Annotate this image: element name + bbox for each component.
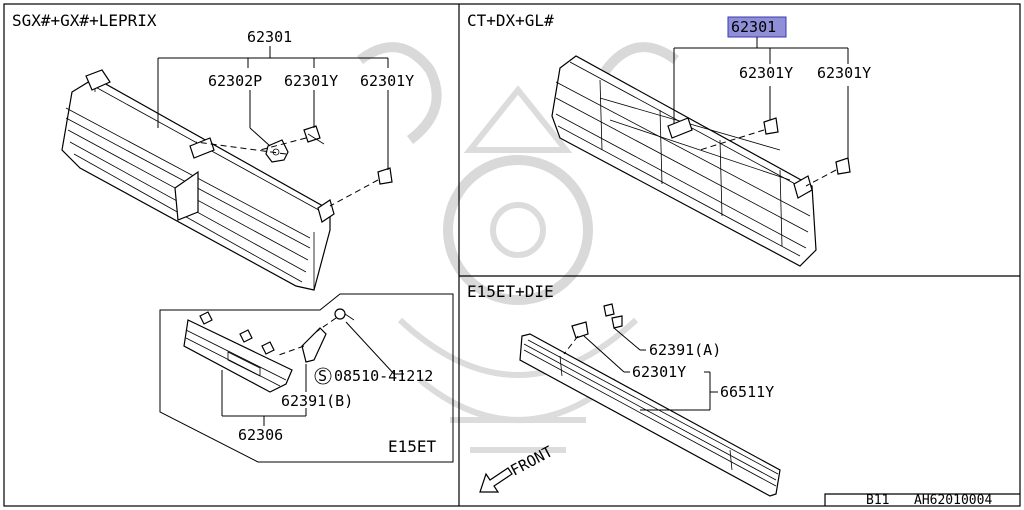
bottom-right-label-clip: 62301Y <box>632 363 686 381</box>
arrow-down-left-icon <box>479 467 513 493</box>
left-label-lower-grille: 62306 <box>238 426 283 444</box>
left-label-clip-a: 62301Y <box>284 72 338 90</box>
top-right-label-clip-a: 62301Y <box>739 64 793 82</box>
panel-frame <box>3 3 1021 507</box>
left-inset-frame <box>159 293 454 463</box>
left-label-clip-b: 62301Y <box>360 72 414 90</box>
bolt-prefix: S <box>318 367 327 385</box>
bottom-right-label-assembly: 66511Y <box>720 383 774 401</box>
left-clip-parts <box>265 125 393 185</box>
top-right-leaders <box>673 37 849 187</box>
left-grille-drawing <box>61 69 335 291</box>
left-inset-drawing <box>183 308 355 393</box>
top-right-label-grille: 62301 <box>731 18 776 36</box>
left-leader-lines <box>157 46 389 207</box>
left-inset-title: E15ET <box>388 437 437 456</box>
top-right-panel-title: CT+DX+GL# <box>467 11 554 30</box>
top-right-clips <box>763 117 851 175</box>
top-right-label-clip-b: 62301Y <box>817 64 871 82</box>
left-label-part-p: 62302P <box>208 72 262 90</box>
left-label-bolt: 08510-41212 <box>334 367 433 385</box>
left-panel-title: SGX#+GX#+LEPRIX <box>12 11 157 30</box>
left-label-grille: 62301 <box>247 28 292 46</box>
top-right-grille-drawing <box>551 55 817 267</box>
circled-s-icon <box>314 367 332 385</box>
left-label-bracket-b: 62391(B) <box>281 392 353 410</box>
bottom-right-small-parts <box>571 303 623 339</box>
bottom-right-leaders <box>563 327 718 411</box>
left-inset-leaders <box>221 321 404 426</box>
bottom-right-label-bracket-a: 62391(A) <box>649 341 721 359</box>
bottom-right-molding-drawing <box>519 333 781 497</box>
footer-code: AH62010004 <box>914 493 992 508</box>
bottom-right-panel-title: E15ET+DIE <box>467 282 554 301</box>
footer-page: B11 <box>866 493 889 508</box>
